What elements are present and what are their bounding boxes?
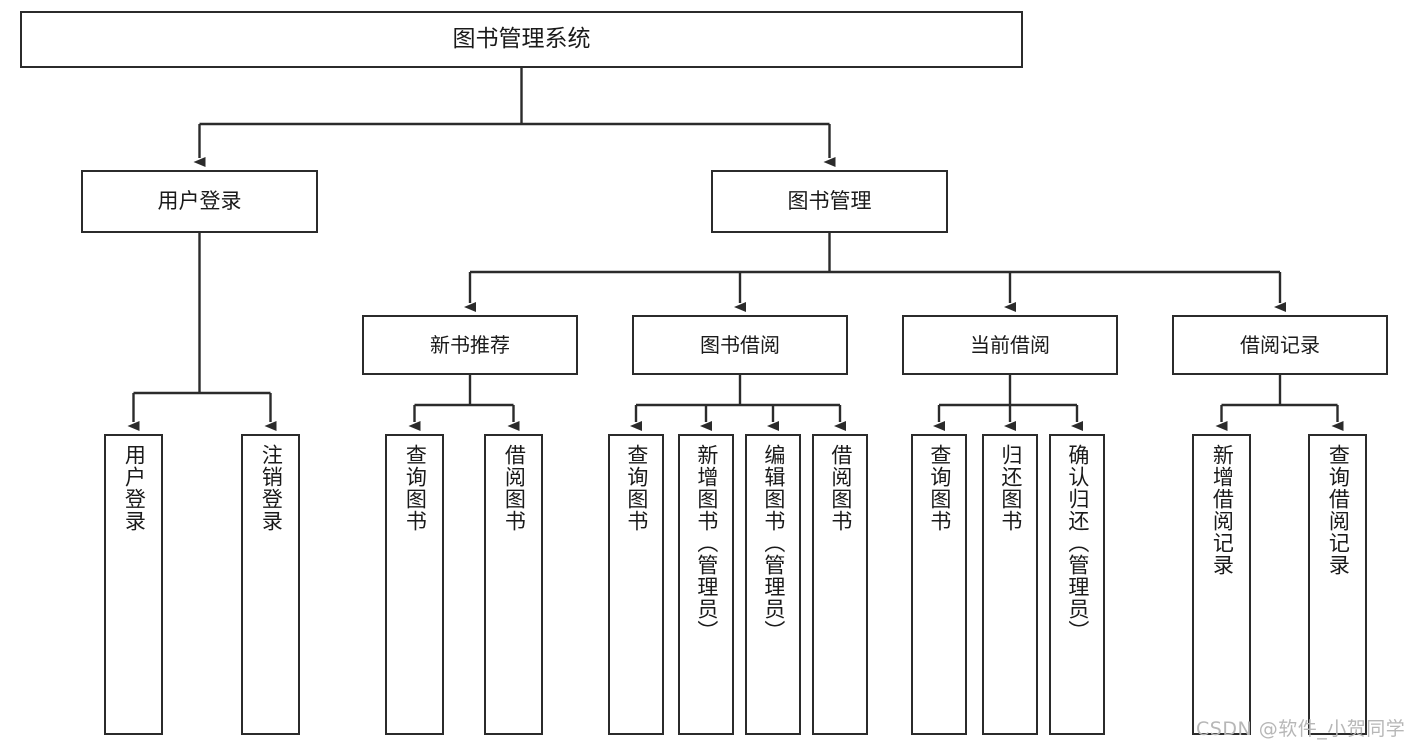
node-label: 新增图书（管理员） <box>694 444 719 642</box>
node-root[interactable]: 图书管理系统 <box>20 11 1023 68</box>
leaf-leaf-borrow-book[interactable]: 借阅图书 <box>812 434 868 735</box>
node-label: 查询图书 <box>403 444 428 532</box>
leaf-leaf-query-book-new[interactable]: 查询图书 <box>385 434 444 735</box>
leaf-leaf-return-book[interactable]: 归还图书 <box>982 434 1038 735</box>
node-new-book-recommend[interactable]: 新书推荐 <box>362 315 578 375</box>
watermark-text: CSDN @软件_小贺同学 <box>1196 718 1405 740</box>
leaf-leaf-edit-book-admin[interactable]: 编辑图书（管理员） <box>745 434 801 735</box>
node-borrow-record[interactable]: 借阅记录 <box>1172 315 1388 375</box>
node-label: 查询图书 <box>927 444 952 532</box>
node-label: 借阅图书 <box>828 444 853 532</box>
leaf-leaf-borrow-book-new[interactable]: 借阅图书 <box>484 434 543 735</box>
leaf-leaf-confirm-return-admin[interactable]: 确认归还（管理员） <box>1049 434 1105 735</box>
node-label: 借阅记录 <box>1240 333 1320 357</box>
node-label: 用户登录 <box>122 444 147 532</box>
node-label: 编辑图书（管理员） <box>761 444 786 642</box>
leaf-leaf-add-book-admin[interactable]: 新增图书（管理员） <box>678 434 734 735</box>
node-label: 确认归还（管理员） <box>1065 444 1090 642</box>
node-label: 图书管理 <box>787 188 872 213</box>
leaf-leaf-query-book-borrow[interactable]: 查询图书 <box>608 434 664 735</box>
node-label: 图书借阅 <box>700 333 780 357</box>
node-book-management[interactable]: 图书管理 <box>711 170 948 233</box>
node-label: 新增借阅记录 <box>1210 444 1235 576</box>
node-label: 查询借阅记录 <box>1326 444 1351 576</box>
node-label: 查询图书 <box>624 444 649 532</box>
node-label: 用户登录 <box>157 188 242 213</box>
leaf-leaf-query-book-current[interactable]: 查询图书 <box>911 434 967 735</box>
node-label: 当前借阅 <box>970 333 1050 357</box>
node-label: 注销登录 <box>259 444 284 532</box>
node-label: 归还图书 <box>998 444 1023 532</box>
leaf-leaf-query-borrow-record[interactable]: 查询借阅记录 <box>1308 434 1367 735</box>
node-label: 新书推荐 <box>430 333 510 357</box>
leaf-leaf-user-login[interactable]: 用户登录 <box>104 434 163 735</box>
node-label: 图书管理系统 <box>452 25 591 52</box>
leaf-leaf-logout[interactable]: 注销登录 <box>241 434 300 735</box>
node-book-borrow[interactable]: 图书借阅 <box>632 315 848 375</box>
node-current-borrow[interactable]: 当前借阅 <box>902 315 1118 375</box>
node-user-login[interactable]: 用户登录 <box>81 170 318 233</box>
node-label: 借阅图书 <box>502 444 527 532</box>
leaf-leaf-add-borrow-record[interactable]: 新增借阅记录 <box>1192 434 1251 735</box>
